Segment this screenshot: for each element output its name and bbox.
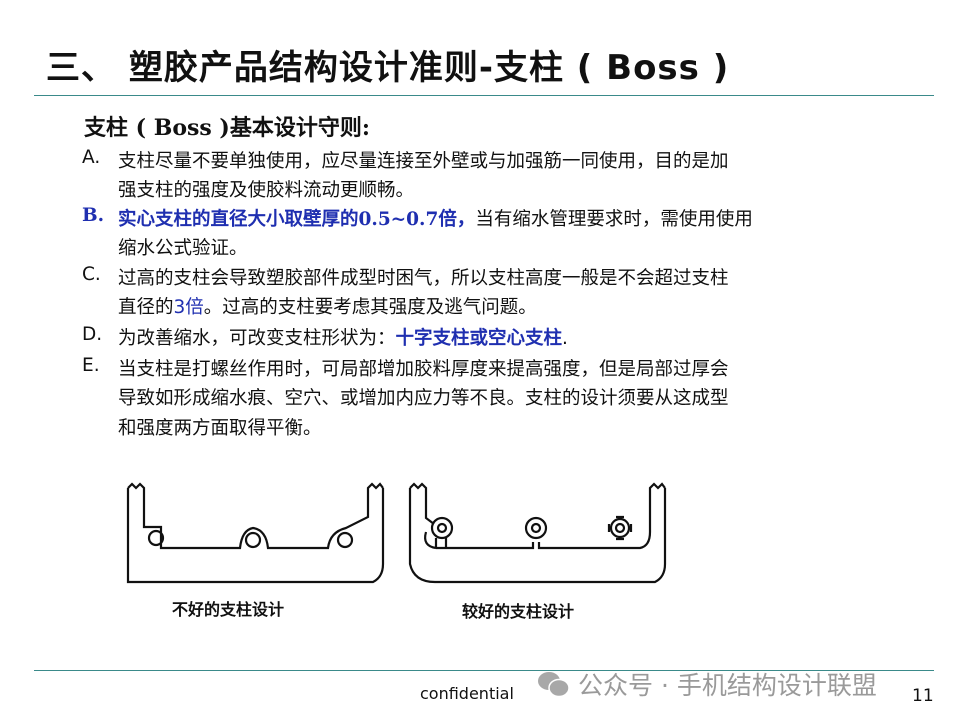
footer-divider <box>34 670 934 671</box>
title-divider <box>34 95 934 96</box>
item-e-line2: 导致如形成缩水痕、空穴、或增加内应力等不良。支柱的设计须要从这成型 <box>118 388 729 409</box>
item-d-post: . <box>562 328 568 349</box>
item-b-line1: 实心支柱的直径大小取壁厚的0.5~0.7倍，当有缩水管理要求时，需使用使用 <box>118 205 753 231</box>
item-e-marker: E. <box>82 355 100 376</box>
item-d-highlight: 十字支柱或空心支柱 <box>395 328 563 349</box>
wechat-icon <box>538 672 570 698</box>
item-d-marker: D. <box>82 324 103 345</box>
item-c-number: 3倍 <box>173 297 204 318</box>
confidential-label: confidential <box>420 684 514 703</box>
slide-title: 三、 塑胶产品结构设计准则-支柱 ( Boss ) <box>46 48 730 88</box>
watermark: 公众号 · 手机结构设计联盟 <box>536 666 877 702</box>
item-c-post: 。过高的支柱要考虑其强度及逃气问题。 <box>203 297 537 318</box>
item-e-line3: 和强度两方面取得平衡。 <box>118 418 322 439</box>
item-b-line2: 缩水公式验证。 <box>118 238 248 259</box>
item-a-line1: 支柱尽量不要单独使用，应尽量连接至外壁或与加强筋一同使用，目的是加 <box>118 151 729 172</box>
item-a-line2: 强支柱的强度及使胶料流动更顺畅。 <box>118 180 415 201</box>
bad-design-caption: 不好的支柱设计 <box>172 600 285 619</box>
item-c-line1: 过高的支柱会导致塑胶部件成型时困气，所以支柱高度一般是不会超过支柱 <box>118 268 729 289</box>
good-boss-design-drawing <box>408 482 667 584</box>
bad-boss-design-drawing <box>126 482 385 584</box>
item-c-marker: C. <box>82 264 101 285</box>
item-b-marker: B. <box>82 205 105 226</box>
item-d-pre: 为改善缩水，可改变支柱形状为： <box>118 328 396 349</box>
watermark-text: 公众号 · 手机结构设计联盟 <box>578 671 877 700</box>
good-design-caption: 较好的支柱设计 <box>462 602 575 621</box>
section-subtitle: 支柱 ( Boss )基本设计守则: <box>84 115 370 141</box>
page-number: 11 <box>912 686 934 706</box>
item-c-line2: 直径的3倍。过高的支柱要考虑其强度及逃气问题。 <box>118 293 537 319</box>
item-a-marker: A. <box>82 147 101 168</box>
item-e-line1: 当支柱是打螺丝作用时，可局部增加胶料厚度来提高强度，但是局部过厚会 <box>118 359 729 380</box>
item-d-line1: 为改善缩水，可改变支柱形状为：十字支柱或空心支柱. <box>118 324 568 350</box>
item-b-highlight: 实心支柱的直径大小取壁厚的0.5~0.7倍， <box>118 209 476 230</box>
item-c-pre: 直径的 <box>118 297 174 318</box>
item-b-rest: 当有缩水管理要求时，需使用使用 <box>475 209 753 230</box>
boss-design-figure <box>126 482 667 584</box>
